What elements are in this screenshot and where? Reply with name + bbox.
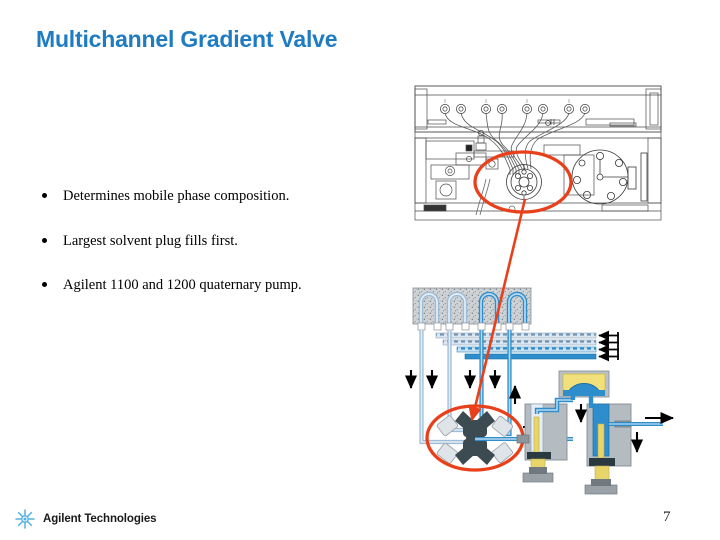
bullet-text: Agilent 1100 and 1200 quaternary pump. bbox=[63, 277, 302, 294]
list-item: Agilent 1100 and 1200 quaternary pump. bbox=[18, 277, 388, 294]
page-number: 7 bbox=[663, 509, 671, 525]
footer-logo: Agilent Technologies bbox=[14, 508, 157, 530]
vacuum-tube-bundle bbox=[435, 330, 619, 362]
bullet-list: Determines mobile phase composition. Lar… bbox=[18, 188, 388, 322]
bullet-dot-icon bbox=[42, 282, 47, 288]
list-item: Determines mobile phase composition. bbox=[18, 188, 388, 205]
bullet-text: Largest solvent plug fills first. bbox=[63, 232, 238, 249]
pump-head-secondary bbox=[574, 394, 675, 495]
bullet-dot-icon bbox=[42, 193, 47, 198]
degasser-block bbox=[412, 287, 532, 331]
agilent-spark-icon bbox=[14, 508, 36, 530]
damper bbox=[558, 370, 610, 398]
bullet-text: Determines mobile phase composition. bbox=[63, 188, 290, 204]
list-item: Largest solvent plug fills first. bbox=[18, 233, 388, 250]
solvent-flow-schematic bbox=[404, 282, 695, 497]
pump-module-line-drawing bbox=[414, 83, 662, 223]
page-title: Multichannel Gradient Valve bbox=[36, 26, 338, 52]
bullet-dot-icon bbox=[42, 237, 47, 243]
pump-head-primary bbox=[508, 384, 576, 483]
company-name: Agilent Technologies bbox=[43, 513, 157, 525]
